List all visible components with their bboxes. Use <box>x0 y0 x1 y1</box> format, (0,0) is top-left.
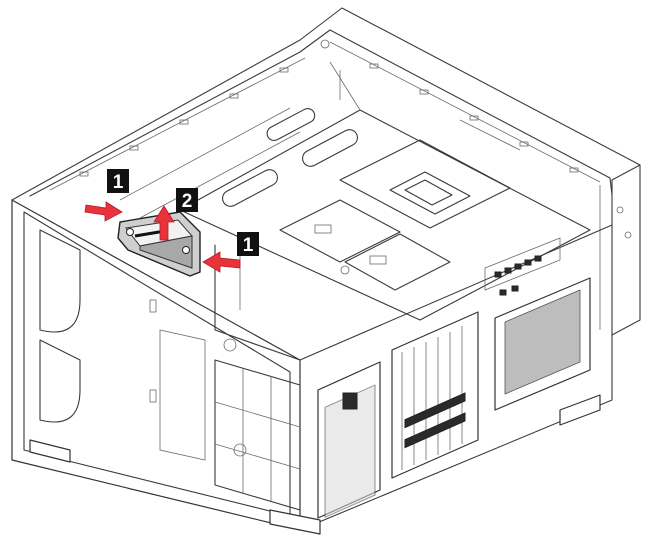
push-arrow-left-icon <box>84 201 123 222</box>
lift-arrow-icon <box>153 205 175 241</box>
top-rail-holes <box>49 39 601 191</box>
callout-1-left-label: 1 <box>113 172 124 193</box>
callout-badge-2: 2 <box>176 188 198 212</box>
drive-bracket <box>117 211 201 277</box>
callout-2-label: 2 <box>182 191 193 212</box>
front-panel <box>39 229 301 511</box>
callout-badge-1-right: 1 <box>237 232 259 256</box>
rear-panel <box>317 206 632 519</box>
callout-1-right-label: 1 <box>243 235 254 256</box>
callout-badge-1-left: 1 <box>107 169 129 193</box>
push-arrow-right-icon <box>202 251 241 273</box>
